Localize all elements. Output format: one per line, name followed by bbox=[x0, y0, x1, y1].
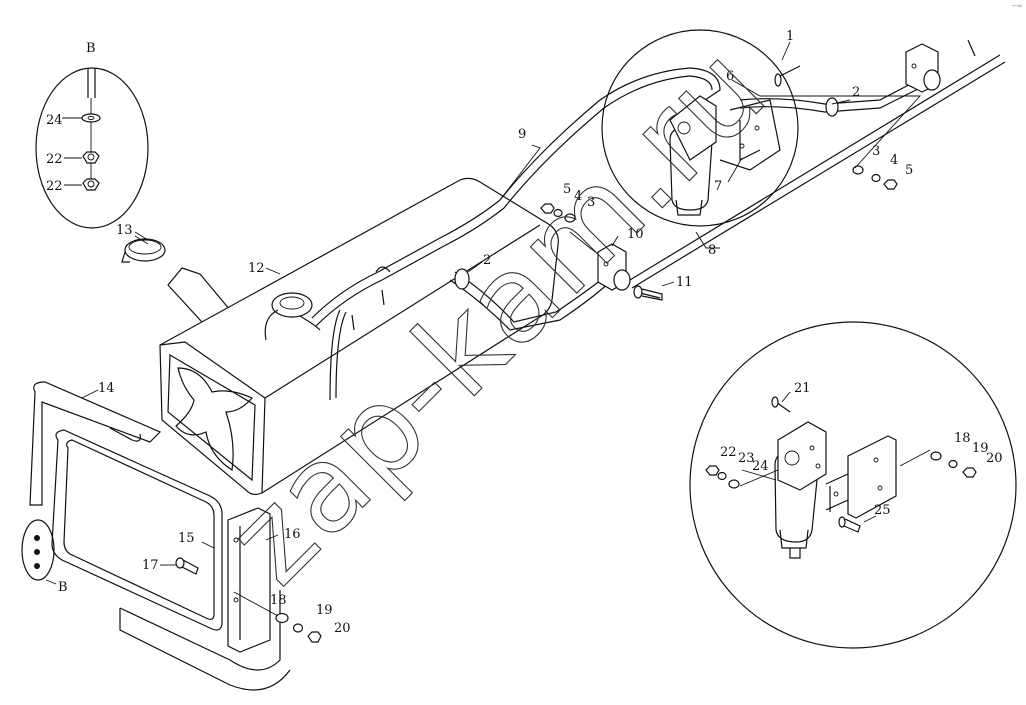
bracket-16 bbox=[227, 507, 271, 653]
callout-19-right: 19 bbox=[972, 441, 989, 456]
nut-22-upper bbox=[82, 151, 100, 164]
detail-view-b bbox=[35, 67, 149, 229]
callout-labels: 1 2 2 3 3 4 4 5 5 6 7 8 9 10 11 12 13 14… bbox=[46, 29, 1003, 636]
bracket-upper bbox=[905, 43, 941, 93]
corner-mark: ⌐═ bbox=[1011, 2, 1022, 10]
bracket-10 bbox=[597, 243, 663, 301]
callout-12: 12 bbox=[248, 261, 265, 276]
callout-3-right: 3 bbox=[872, 144, 880, 159]
mount-plate-15 bbox=[51, 429, 291, 691]
fuel-tank-12 bbox=[159, 177, 559, 496]
callout-4-right: 4 bbox=[890, 153, 898, 168]
callout-16: 16 bbox=[284, 527, 301, 542]
callout-17: 17 bbox=[142, 558, 159, 573]
fasteners-18-19-20-lower bbox=[275, 612, 322, 643]
callout-19-lower: 19 bbox=[316, 603, 333, 618]
callout-8: 8 bbox=[708, 243, 716, 258]
callout-5-right: 5 bbox=[905, 163, 913, 178]
detail-circle-filter bbox=[601, 29, 801, 227]
callout-4-left: 4 bbox=[574, 189, 582, 204]
nut-22-lower bbox=[82, 178, 100, 191]
callout-22-upper: 22 bbox=[46, 152, 63, 167]
callout-18-right: 18 bbox=[954, 431, 971, 446]
callout-22-lower: 22 bbox=[46, 179, 63, 194]
detail-circle-right bbox=[689, 321, 1017, 649]
callout-6: 6 bbox=[726, 69, 734, 84]
callout-10: 10 bbox=[627, 227, 644, 242]
callout-22-right: 22 bbox=[720, 445, 737, 460]
callout-25: 25 bbox=[874, 503, 891, 518]
callout-21: 21 bbox=[794, 381, 811, 396]
callout-b-upper: B bbox=[86, 41, 96, 56]
fasteners-3-4-5-right bbox=[852, 165, 898, 190]
fasteners-5-4-3-left bbox=[540, 203, 576, 223]
callout-24-right: 24 bbox=[752, 459, 769, 474]
callout-15: 15 bbox=[178, 531, 195, 546]
leader-lines bbox=[45, 41, 931, 617]
frame-rail bbox=[629, 39, 1006, 289]
bolt-17 bbox=[175, 557, 199, 575]
callout-20-right: 20 bbox=[986, 451, 1003, 466]
callout-14: 14 bbox=[98, 381, 115, 396]
callout-1: 1 bbox=[786, 29, 794, 44]
callout-13: 13 bbox=[116, 223, 133, 238]
fuel-cap-13 bbox=[121, 231, 166, 263]
callout-9: 9 bbox=[518, 127, 526, 142]
washer-24 bbox=[81, 113, 101, 123]
callout-18-lower: 18 bbox=[270, 593, 287, 608]
callout-2-lower: 2 bbox=[483, 253, 491, 268]
callout-23: 23 bbox=[738, 451, 755, 466]
callout-b-lower: B bbox=[58, 580, 68, 595]
callout-2-upper: 2 bbox=[852, 85, 860, 100]
callout-3-left: 3 bbox=[587, 195, 595, 210]
callout-7: 7 bbox=[714, 179, 722, 194]
callout-5-left: 5 bbox=[563, 182, 571, 197]
callout-24-upper: 24 bbox=[46, 113, 63, 128]
callout-11: 11 bbox=[676, 275, 693, 290]
callout-20-lower: 20 bbox=[334, 621, 351, 636]
fuel-lines bbox=[311, 67, 921, 401]
bracket-frame-14 bbox=[21, 381, 162, 581]
